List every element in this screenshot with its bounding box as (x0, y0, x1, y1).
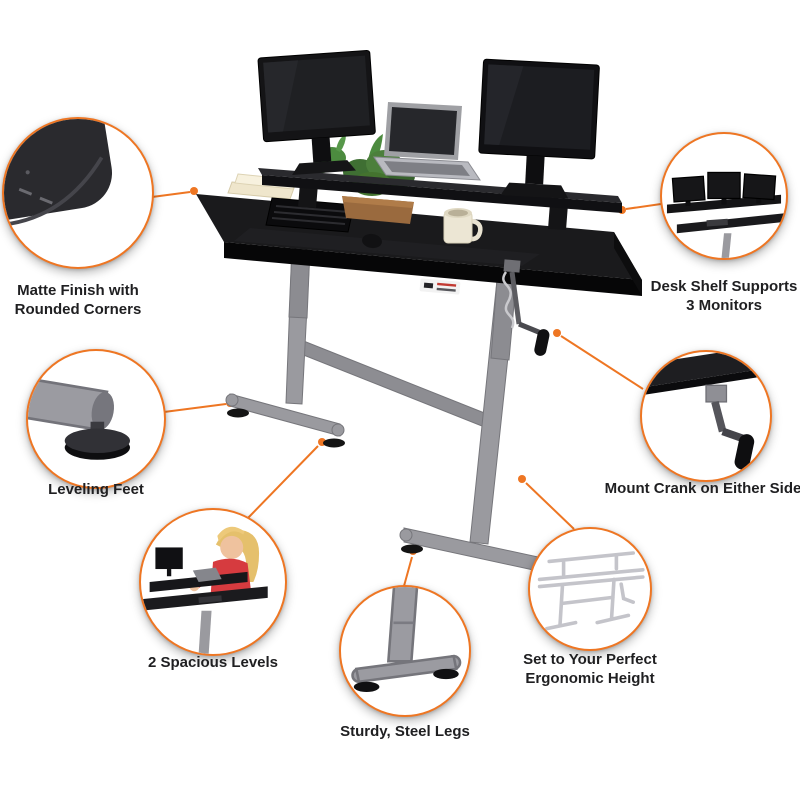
crossbar (295, 337, 493, 431)
person-at-two-level-desk-icon (141, 526, 268, 654)
right-monitor (478, 58, 600, 199)
callout-connectors (151, 187, 662, 587)
shelf-riser-right (548, 203, 568, 230)
callout-caption-matte-finish: Matte Finish with Rounded Corners (14, 282, 142, 318)
leveling-foot (401, 544, 423, 554)
mouse (362, 233, 382, 249)
callout-caption-mount-crank: Mount Crank on Either Side (604, 480, 800, 497)
crank-handle-icon (642, 352, 770, 470)
three-monitor-shelf-icon (666, 171, 784, 258)
callout-mount-crank (640, 350, 772, 482)
steel-leg-foot-icon (351, 587, 462, 692)
callout-steel-legs (339, 585, 471, 717)
leveling-foot (227, 408, 249, 418)
leveling-foot (323, 438, 345, 448)
desk-frame-outline-icon (537, 551, 645, 631)
callout-caption-ergonomic-height: Set to Your Perfect Ergonomic Height (523, 651, 657, 687)
callout-caption-desk-shelf: Desk Shelf Supports 3 Monitors (650, 278, 798, 314)
laptop (373, 102, 481, 181)
callout-desk-shelf (660, 132, 788, 260)
left-monitor (257, 49, 376, 175)
callout-caption-leveling-feet: Leveling Feet (48, 481, 144, 498)
leveling-foot-icon (28, 377, 130, 460)
brand-badge (419, 278, 461, 295)
callout-spacious-levels (139, 508, 287, 656)
callout-caption-steel-legs: Sturdy, Steel Legs (340, 723, 470, 740)
desk-frame (225, 247, 557, 586)
callout-ergonomic-height (528, 527, 652, 651)
mug (443, 208, 483, 244)
shelf-riser-left (298, 183, 318, 208)
callout-caption-spacious-levels: 2 Spacious Levels (147, 654, 279, 671)
crank-handle (502, 259, 550, 356)
keyboard (265, 197, 355, 233)
callout-leveling-feet (26, 349, 166, 489)
rounded-corner-desktop-icon (4, 119, 113, 227)
callout-matte-finish (2, 117, 154, 269)
